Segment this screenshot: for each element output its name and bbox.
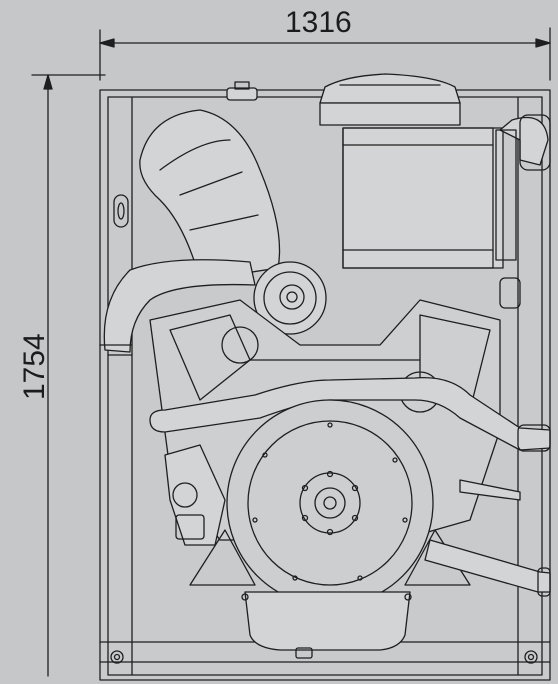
side-slot-left — [113, 194, 129, 228]
oil-sump — [241, 591, 412, 659]
radiator-panel — [342, 127, 504, 269]
coolant-hose-lower — [149, 376, 551, 452]
flywheel-housing — [226, 399, 434, 607]
radiator-hoses-right — [495, 114, 551, 309]
turbocharger — [253, 261, 327, 335]
width-dimension-label: 1316 — [285, 6, 352, 39]
frame-mount-right — [524, 650, 538, 664]
alternator-assembly — [164, 444, 226, 546]
height-dimension-label: 1754 — [18, 333, 51, 400]
air-cleaner-housing — [319, 73, 461, 126]
coolant-hose-left — [99, 259, 256, 353]
frame-mount-left — [110, 650, 124, 664]
width-dimension-line — [99, 27, 551, 81]
intake-pipe — [139, 109, 281, 281]
height-dimension-line — [31, 74, 106, 677]
exhaust-pipe — [424, 479, 551, 597]
radiator-filler-cap — [226, 81, 258, 101]
